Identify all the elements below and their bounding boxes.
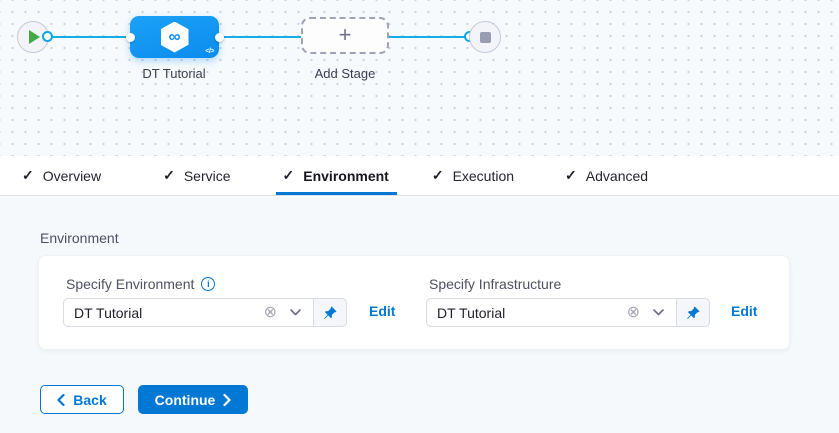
tab-execution[interactable]: ✓ Execution [432,156,514,195]
back-button[interactable]: Back [40,385,124,414]
environment-edit-link[interactable]: Edit [369,303,396,319]
stage-node[interactable]: ∞ </> [125,16,224,58]
plus-icon: + [338,21,352,47]
check-icon: ✓ [565,167,577,183]
stage-label: DT Tutorial [142,66,206,81]
environment-field-label: Specify Environment i [66,276,216,292]
pin-icon [687,306,700,319]
tab-environment[interactable]: ✓ Environment [275,156,398,195]
infrastructure-select-value: DT Tutorial [437,304,506,321]
tab-label: Environment [303,167,389,184]
code-icon: </> [205,48,214,55]
environment-select-value: DT Tutorial [74,304,143,321]
play-icon [29,30,40,44]
tab-advanced[interactable]: ✓ Advanced [565,156,648,195]
section-heading: Environment [40,230,119,246]
environment-select[interactable]: DT Tutorial ⊗ [63,298,347,327]
chevron-down-icon[interactable] [290,309,301,316]
stage-tabs: ✓ Overview ✓ Service ✓ Environment ✓ Exe… [0,156,839,196]
chevron-right-icon [223,393,231,406]
pipeline-end-node[interactable] [469,21,501,53]
tab-label: Overview [42,167,102,184]
check-icon: ✓ [22,167,34,183]
clear-icon[interactable]: ⊗ [626,303,640,321]
add-stage-label: Add Stage [314,66,376,81]
tab-label: Execution [452,167,515,184]
pipeline-connector-line [44,36,470,38]
environment-label-text: Specify Environment [66,276,195,292]
infinity-glyph: ∞ [168,27,181,46]
back-button-label: Back [73,391,107,408]
infrastructure-label-text: Specify Infrastructure [429,276,562,292]
stage-port-right [214,32,224,42]
check-icon: ✓ [163,167,175,183]
pin-icon [324,306,337,319]
chevron-left-icon [57,393,65,406]
environment-card: Specify Environment i DT Tutorial ⊗ Edit [38,255,790,350]
add-stage-button[interactable]: + [301,17,389,54]
infrastructure-select-box[interactable]: DT Tutorial ⊗ [426,298,677,327]
infrastructure-select[interactable]: DT Tutorial ⊗ [426,298,710,327]
pipeline-canvas[interactable]: ∞ </> DT Tutorial + Add Stage [0,0,839,156]
infrastructure-field-label: Specify Infrastructure [429,276,561,292]
infrastructure-edit-link[interactable]: Edit [731,303,758,319]
chevron-down-icon[interactable] [653,309,664,316]
environment-select-box[interactable]: DT Tutorial ⊗ [63,298,314,327]
pin-button[interactable] [313,298,347,327]
info-icon[interactable]: i [201,277,216,291]
stage-port-left [125,32,135,42]
continue-button[interactable]: Continue [138,385,248,414]
check-icon: ✓ [282,167,295,183]
connector-port-start [42,31,53,42]
continue-button-label: Continue [154,391,216,408]
tab-overview[interactable]: ✓ Overview [22,156,101,195]
pin-button[interactable] [676,298,710,327]
check-icon: ✓ [431,167,444,183]
tab-label: Service [183,167,231,184]
stop-icon [479,31,491,43]
environment-panel: Environment Specify Environment i DT Tut… [0,197,839,433]
tab-label: Advanced [585,167,649,184]
cd-stage-icon: ∞ [160,21,189,53]
tab-service[interactable]: ✓ Service [163,156,230,195]
clear-icon[interactable]: ⊗ [263,303,277,321]
